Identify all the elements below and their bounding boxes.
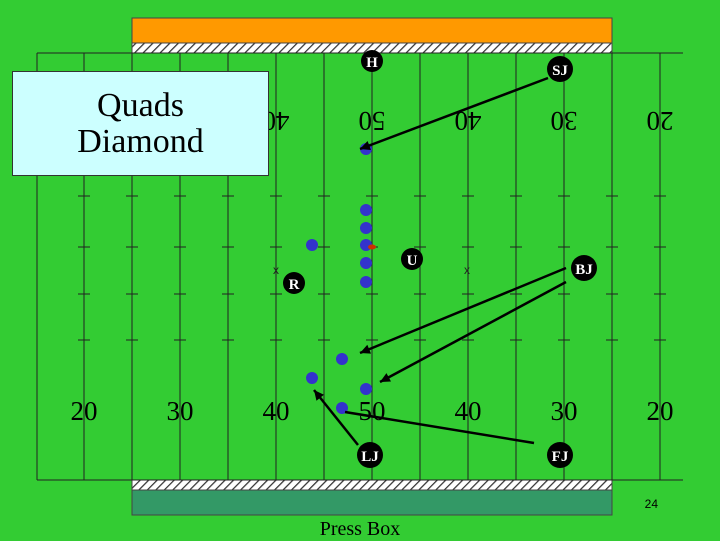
bottom-yard-number: 30 — [551, 396, 578, 426]
official-fj: FJ — [547, 442, 573, 468]
official-arrow — [313, 389, 359, 446]
official-u: U — [401, 248, 423, 270]
top-yard-number: 30 — [551, 106, 578, 136]
bottom-yard-numbers: 20 30 40 50 40 30 20 — [71, 396, 674, 426]
official-sj-label: SJ — [552, 63, 568, 79]
player-dot — [306, 239, 318, 251]
top-yard-number: 20 — [647, 106, 674, 136]
bottom-yard-number: 20 — [71, 396, 98, 426]
top-yard-number: 50 — [359, 106, 386, 136]
formation-title-line-1: Quads — [97, 86, 184, 124]
yard-lines — [36, 52, 683, 481]
official-u-label: U — [407, 253, 418, 269]
official-fj-label: FJ — [552, 449, 569, 465]
top-sideline-bar — [131, 17, 613, 44]
official-arrow — [379, 280, 567, 384]
player-dot — [336, 402, 348, 414]
press-box-bar — [131, 489, 613, 516]
arrow-head — [380, 373, 391, 382]
arrow-head — [314, 390, 324, 401]
bottom-yard-number: 40 — [455, 396, 482, 426]
arrow-head — [360, 344, 371, 354]
official-r-label: R — [289, 277, 300, 293]
bottom-yard-number: 30 — [167, 396, 194, 426]
formation-title-line-2: Diamond — [77, 122, 204, 160]
bottom-yard-number: 40 — [263, 396, 290, 426]
hash-mark-left: x — [273, 263, 279, 277]
player-dot — [360, 257, 372, 269]
bottom-sideline-hatch — [131, 479, 613, 491]
official-h-label: H — [366, 55, 378, 71]
official-h: H — [361, 50, 383, 72]
official-path — [344, 410, 535, 445]
bottom-yard-number: 20 — [647, 396, 674, 426]
formation-title-box: Quads Diamond — [12, 71, 269, 176]
offense-players — [306, 143, 372, 414]
hash-mark-right: x — [464, 263, 470, 277]
official-bj-label: BJ — [575, 262, 593, 278]
player-dot — [306, 372, 318, 384]
player-dot — [360, 383, 372, 395]
arrow-head — [360, 141, 371, 150]
player-dot — [360, 204, 372, 216]
bottom-yard-number: 50 — [359, 396, 386, 426]
official-lj-label: LJ — [361, 449, 379, 465]
slide-number: 24 — [644, 497, 658, 511]
press-box-label: Press Box — [319, 518, 401, 540]
player-dot — [360, 222, 372, 234]
official-lj: LJ — [357, 442, 383, 468]
official-r: R — [283, 272, 305, 294]
official-arrow — [359, 266, 567, 355]
football-icon — [368, 244, 376, 250]
player-dot — [336, 353, 348, 365]
official-arrows — [313, 76, 567, 446]
official-sj: SJ — [547, 56, 573, 82]
official-arrow — [359, 76, 549, 151]
player-dot — [360, 276, 372, 288]
official-bj: BJ — [571, 255, 597, 281]
